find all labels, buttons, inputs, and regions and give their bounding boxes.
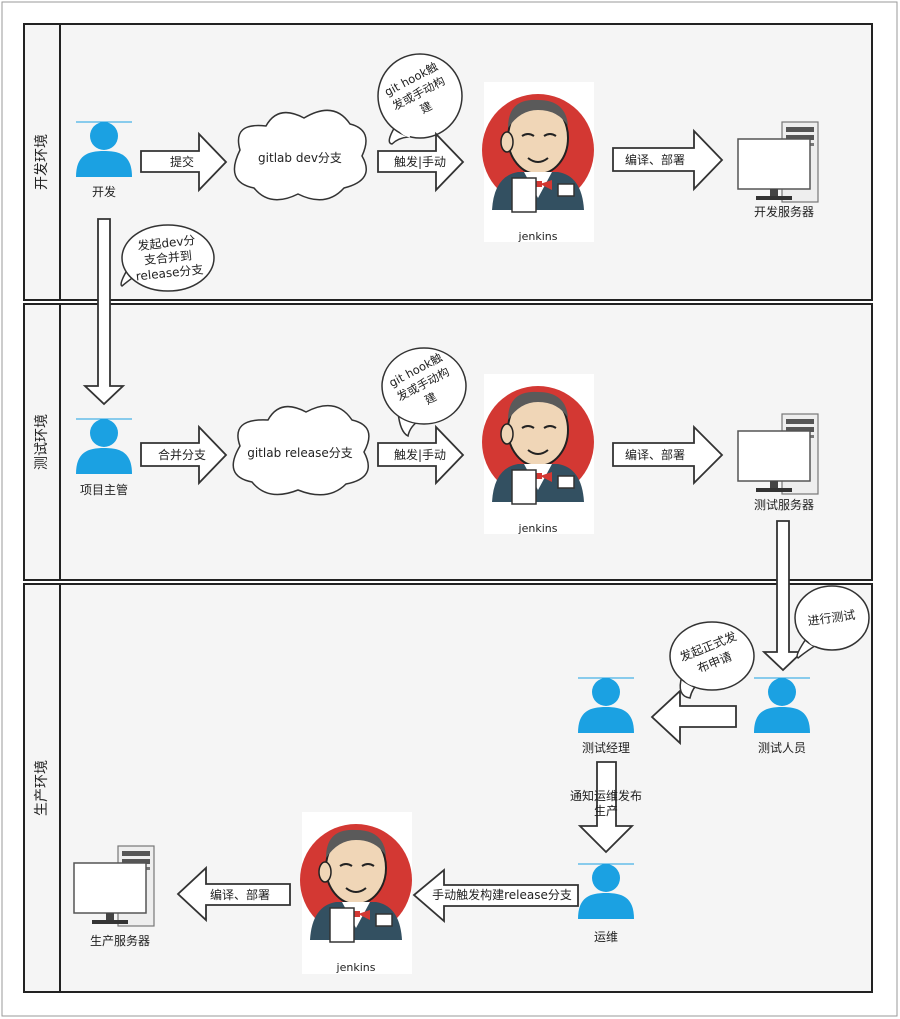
arrow-notify-ops-line-2: 生产 [594,804,618,818]
jenkins-test: jenkins [481,374,595,535]
arrow-build-deploy-dev: 编译、部署 [612,128,724,192]
arrow-build-deploy-dev-label: 编译、部署 [625,152,685,167]
jenkins-icon [299,823,413,943]
arrow-dev-to-project-lead [82,218,126,406]
actor-developer: 开发 [75,121,133,199]
arrow-commit-label: 提交 [170,154,194,169]
bubble-merge-request: 发起dev分 支合并到 release分支 [120,224,215,292]
actor-ops-label: 运维 [594,930,618,944]
actor-project-lead-label: 项目主管 [80,482,128,497]
bubble-release-request: 发起正式发 布申请 [669,621,755,699]
jenkins-icon [481,385,595,505]
arrow-merge: 合并分支 [140,424,228,486]
bubble-run-tests-line-1: 进行测试 [807,607,857,629]
bubble-git-hook-test: git hook触 发或手动构 建 [381,347,467,438]
jenkins-test-label: jenkins [518,522,558,535]
arrow-build-deploy-test: 编译、部署 [612,424,724,486]
jenkins-dev-label: jenkins [518,230,558,243]
lane-dev-label: 开发环境 [34,134,50,190]
arrow-trigger-dev-label: 触发|手动 [394,154,446,169]
jenkins-prod-label: jenkins [336,961,376,974]
arrow-build-deploy-prod: 编译、部署 [176,865,291,923]
lane-test-label: 测试环境 [34,414,50,470]
arrow-trigger-test: 触发|手动 [377,424,465,486]
arrow-test-server-to-tester [761,520,805,672]
actor-test-manager-label: 测试经理 [582,740,630,755]
actor-tester-label: 测试人员 [758,740,806,755]
bubble-merge-request-line-2: 支合并到 [143,248,192,268]
actor-project-lead: 项目主管 [75,418,133,497]
repo-gitlab-release-label: gitlab release分支 [247,446,353,460]
bubble-run-tests: 进行测试 [794,585,870,659]
lane-prod-label: 生产环境 [34,760,50,816]
arrow-trigger-dev: 触发|手动 [377,131,465,193]
server-prod: 生产服务器 [73,845,155,948]
repo-gitlab-dev-label: gitlab dev分支 [258,151,342,165]
arrow-trigger-test-label: 触发|手动 [394,447,446,462]
server-dev-label: 开发服务器 [754,204,814,219]
bubble-merge-request-line-1: 发起dev分 [137,232,196,253]
arrow-commit: 提交 [140,131,228,193]
arrow-manual-build-release-label: 手动触发构建release分支 [432,887,572,902]
bubble-git-hook-dev: git hook触 发或手动构 建 [377,53,463,145]
arrow-notify-ops-line-1: 通知运维发布 [570,788,642,803]
server-test-label: 测试服务器 [754,497,814,512]
server-dev: 开发服务器 [737,121,819,219]
arrow-manual-build-release: 手动触发构建release分支 [412,868,579,923]
actor-test-manager: 测试经理 [577,677,635,755]
jenkins-dev: jenkins [481,82,595,243]
arrow-merge-label: 合并分支 [158,447,206,462]
actor-tester: 测试人员 [753,677,811,755]
jenkins-icon [481,93,595,213]
repo-gitlab-release: gitlab release分支 [232,404,370,496]
arrow-build-deploy-test-label: 编译、部署 [625,447,685,462]
jenkins-prod: jenkins [299,812,413,974]
repo-gitlab-dev: gitlab dev分支 [233,109,367,201]
actor-developer-label: 开发 [92,184,116,199]
server-prod-label: 生产服务器 [90,933,150,948]
arrow-build-deploy-prod-label: 编译、部署 [210,887,270,902]
server-test: 测试服务器 [737,413,819,512]
arrow-notify-ops: 通知运维发布 生产 [570,761,642,854]
actor-ops: 运维 [577,863,635,944]
arrow-tester-to-manager [650,688,737,746]
